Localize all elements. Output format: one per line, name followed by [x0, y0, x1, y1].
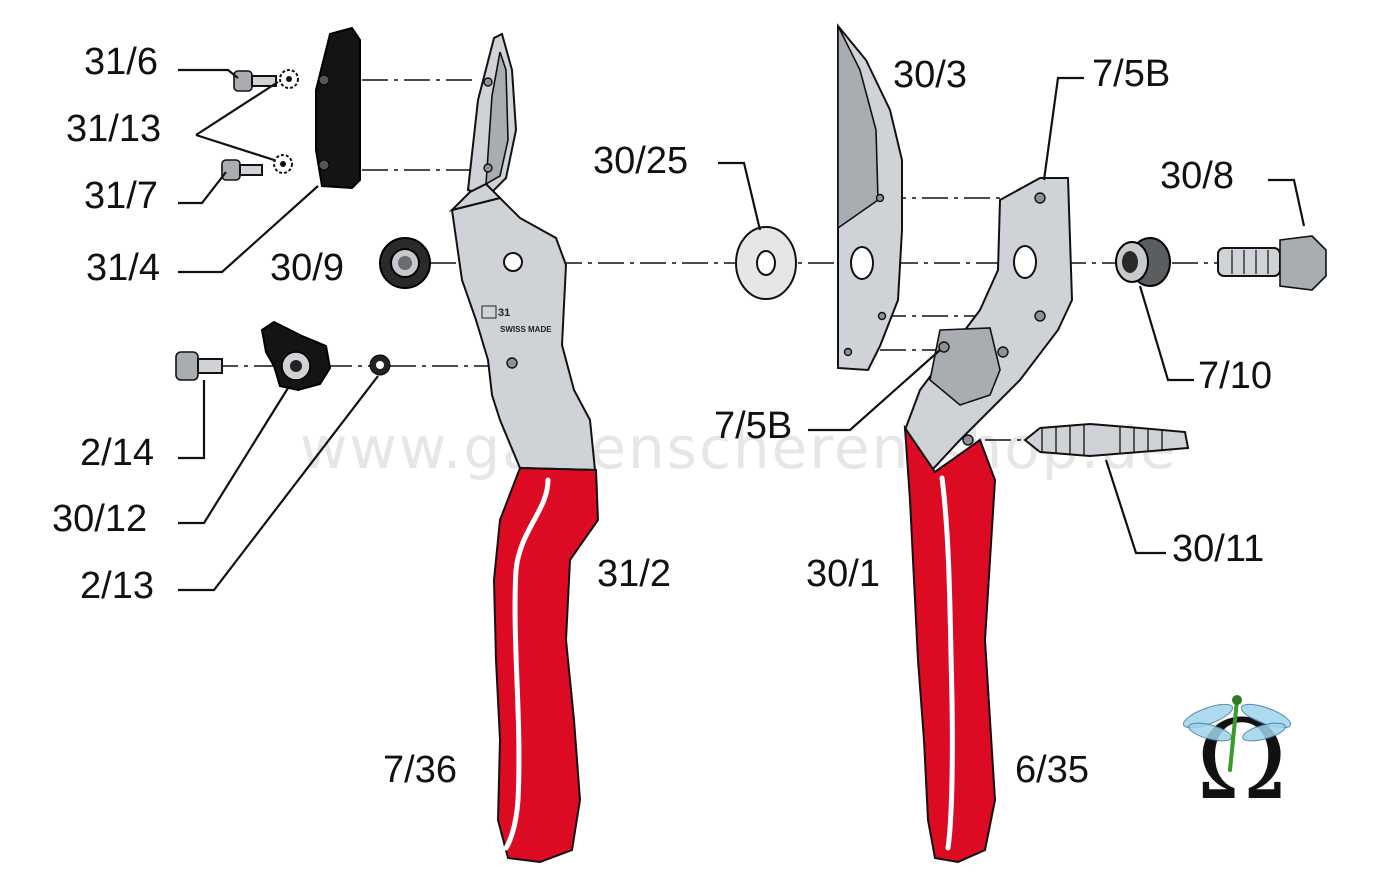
label-6-35: 6/35 — [1015, 749, 1089, 791]
label-7-10: 7/10 — [1198, 355, 1272, 397]
upper-handle-grip — [492, 466, 600, 864]
anvil-part — [315, 26, 361, 190]
lower-handle-part — [903, 177, 1074, 472]
label-2-14: 2/14 — [80, 432, 154, 474]
label-30-12: 30/12 — [52, 498, 147, 540]
label-31-6: 31/6 — [84, 41, 158, 83]
label-30-1: 30/1 — [806, 553, 880, 595]
watermark-text: www.gartenscheren-shop.de — [300, 414, 1178, 482]
label-31-7: 31/7 — [84, 175, 158, 217]
dragonfly-icon — [1182, 695, 1292, 772]
sleeve-part — [1115, 237, 1171, 287]
label-31-13: 31/13 — [66, 108, 161, 150]
label-7-5B-mid: 7/5B — [714, 405, 792, 447]
label-7-36: 7/36 — [383, 749, 457, 791]
upper-handle-part: 31 SWISS MADE — [448, 32, 597, 472]
label-31-2: 31/2 — [597, 553, 671, 595]
label-7-5B-top: 7/5B — [1092, 53, 1170, 95]
label-30-25: 30/25 — [593, 140, 688, 182]
anvil-screws — [221, 69, 299, 181]
part-labels: 31/6 31/13 31/7 31/4 30/9 2/14 30/12 2/1… — [52, 41, 1272, 791]
leader-lines — [178, 68, 1306, 592]
washer-part — [735, 226, 797, 300]
spring-part — [1023, 422, 1190, 458]
label-30-3: 30/3 — [893, 54, 967, 96]
stamp-origin: SWISS MADE — [500, 325, 552, 334]
label-2-13: 2/13 — [80, 565, 154, 607]
label-30-9: 30/9 — [270, 247, 344, 289]
lower-handle-grip — [903, 424, 997, 864]
label-30-8: 30/8 — [1160, 155, 1234, 197]
bolt-part — [1217, 235, 1327, 291]
blade-part — [837, 23, 903, 372]
nut-part — [379, 237, 431, 289]
label-31-4: 31/4 — [86, 247, 160, 289]
brand-logo: Ω — [1182, 695, 1292, 824]
stamp-model: 31 — [498, 307, 510, 319]
catch-parts — [175, 320, 391, 392]
label-30-11: 30/11 — [1172, 528, 1264, 570]
